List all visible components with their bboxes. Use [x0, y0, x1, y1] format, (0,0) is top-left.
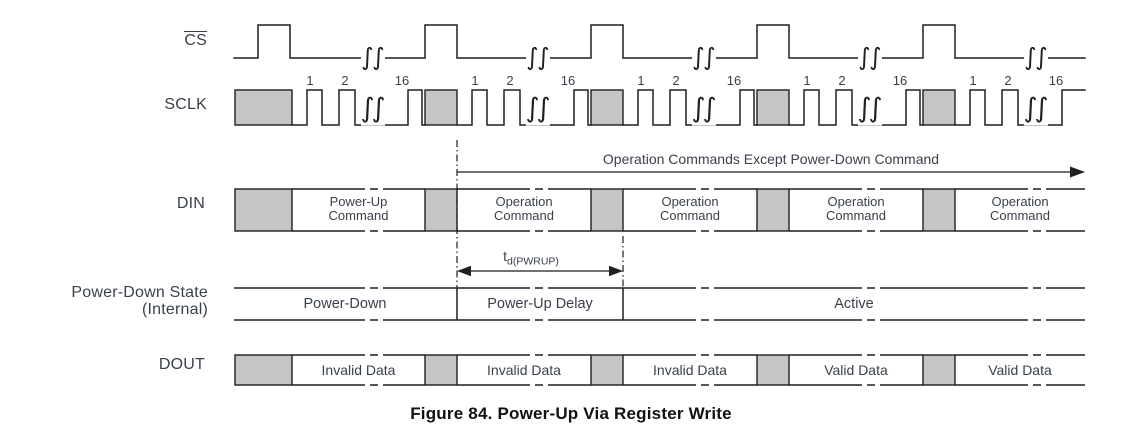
time-break-icon: ∫ [537, 43, 550, 71]
dout-transition-block [590, 354, 624, 386]
clock-number-label: 2 [1004, 73, 1011, 88]
clock-number-label: 1 [969, 73, 976, 88]
time-break-mask [361, 45, 385, 71]
sclk-waveform [954, 89, 1086, 126]
sclk-cs-high-block [424, 89, 458, 126]
din-segment-label: Command [660, 208, 720, 223]
time-break-icon: ∫ [1034, 93, 1048, 124]
cs-waveform [233, 24, 1086, 59]
time-break-icon: ∫ [869, 43, 882, 71]
dout-transition-block [756, 354, 790, 386]
state-segment-label: Power-Up Delay [487, 296, 593, 312]
clock-number-label: 2 [672, 73, 679, 88]
sclk-cs-high-block [590, 89, 624, 126]
figure-caption: Figure 84. Power-Up Via Register Write [410, 404, 732, 423]
time-break-icon: ∫ [691, 93, 705, 124]
time-break-icon: ∫ [371, 93, 385, 124]
cs-signal-label: CS [184, 31, 207, 50]
sclk-signal-label: SCLK [164, 96, 207, 113]
time-break-icon: ∫ [703, 43, 716, 71]
din-segment-label: Command [494, 208, 554, 223]
din-transition-block [590, 188, 624, 232]
din-transition-block [756, 188, 790, 232]
clock-number-label: 1 [637, 73, 644, 88]
clock-number-label: 1 [306, 73, 313, 88]
cs-overline-text: CS [184, 31, 207, 49]
clock-number-label: 1 [471, 73, 478, 88]
time-break-icon: ∫ [857, 93, 871, 124]
sclk-cs-high-block [756, 89, 790, 126]
din-segment-label: Operation [991, 194, 1048, 209]
time-break-icon: ∫ [702, 93, 716, 124]
state-segment-label: Power-Down [304, 296, 387, 312]
right-arrowhead-icon [1070, 166, 1085, 178]
din-segment-label: Power-Up [330, 194, 388, 209]
time-break-icon: ∫ [1023, 93, 1037, 124]
time-break-icon: ∫ [372, 43, 385, 71]
sclk-waveform [456, 89, 592, 126]
time-break-mask [526, 45, 550, 71]
dout-segment-label: Valid Data [824, 362, 888, 378]
time-break-icon: ∫ [526, 43, 539, 71]
din-transition-block [922, 188, 956, 232]
din-signal-label: DIN [176, 195, 205, 212]
din-segment-label: Command [826, 208, 886, 223]
dout-segment-label: Invalid Data [653, 362, 727, 378]
dout-signal-label: DOUT [158, 356, 205, 373]
power-down-state-label-line1: Power-Down State [71, 284, 208, 301]
din-segment-label: Command [990, 208, 1050, 223]
dout-segment-label: Invalid Data [487, 362, 561, 378]
time-break-icon: ∫ [868, 93, 882, 124]
left-arrowhead-icon [457, 265, 471, 277]
clock-number-label: 16 [727, 73, 741, 88]
din-transition-block [234, 188, 293, 232]
time-break-mask [1024, 92, 1048, 126]
time-break-mask [858, 45, 882, 71]
dout-segment-label: Valid Data [988, 362, 1052, 378]
time-break-mask [692, 92, 716, 126]
power-down-state-label-line2: (Internal) [141, 300, 208, 318]
time-break-icon: ∫ [1035, 43, 1048, 71]
clock-number-label: 16 [1049, 73, 1063, 88]
time-break-mask [526, 92, 550, 126]
dout-segment-label: Invalid Data [322, 362, 396, 378]
din-segment-label: Operation [661, 194, 718, 209]
time-break-icon: ∫ [692, 43, 705, 71]
sclk-cs-high-block [234, 89, 293, 126]
power-down-state-signal-label: Power-Down State (Internal) [71, 284, 208, 319]
sclk-cs-high-block [922, 89, 956, 126]
dout-transition-block [424, 354, 458, 386]
time-break-icon: ∫ [525, 93, 539, 124]
clock-number-label: 16 [395, 73, 409, 88]
state-segment-label: Active [834, 296, 874, 312]
sclk-waveform [622, 89, 758, 126]
time-break-mask [858, 92, 882, 126]
time-break-icon: ∫ [1024, 43, 1037, 71]
time-break-mask [1024, 45, 1048, 71]
dout-transition-block [922, 354, 956, 386]
time-break-mask [692, 45, 716, 71]
time-break-icon: ∫ [361, 43, 374, 71]
time-break-mask [361, 92, 385, 126]
din-segment-label: Operation [827, 194, 884, 209]
sclk-waveform [291, 89, 426, 126]
clock-number-label: 2 [506, 73, 513, 88]
din-segment-label: Operation [495, 194, 552, 209]
dout-transition-block [234, 354, 293, 386]
clock-number-label: 2 [838, 73, 845, 88]
din-segment-label: Command [329, 208, 389, 223]
clock-number-label: 16 [893, 73, 907, 88]
din-transition-block [424, 188, 458, 232]
clock-number-label: 1 [803, 73, 810, 88]
clock-number-label: 2 [341, 73, 348, 88]
time-break-icon: ∫ [536, 93, 550, 124]
clock-number-label: 16 [561, 73, 575, 88]
time-break-icon: ∫ [858, 43, 871, 71]
sclk-waveform [788, 89, 924, 126]
powerup-delay-timing-label: td(PWRUP) [503, 248, 559, 268]
operation-commands-arrow-label: Operation Commands Except Power-Down Com… [603, 151, 939, 167]
right-arrowhead-icon [609, 265, 623, 277]
time-break-icon: ∫ [360, 93, 374, 124]
